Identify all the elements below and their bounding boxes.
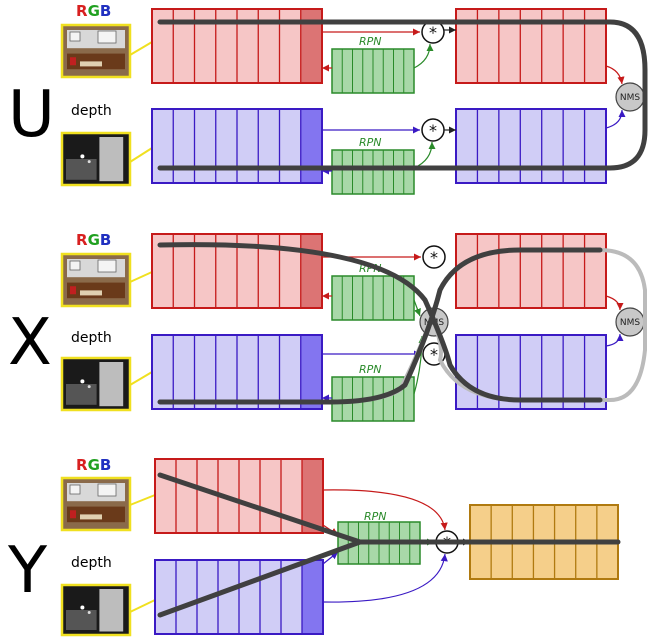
multiply-node: [422, 245, 446, 269]
data-path: [157, 247, 603, 405]
nms-label: NMS: [620, 318, 640, 328]
multiply-symbol: *: [429, 23, 437, 42]
rpn-label: RPN: [359, 136, 382, 149]
data-path: [157, 19, 648, 171]
connector-arrow: [605, 295, 624, 311]
panel-letter-u: U: [8, 78, 55, 152]
panel-letter-y: Y: [7, 534, 48, 608]
depth-backbone-block-last-cell: [300, 110, 321, 182]
data-path: [157, 539, 363, 618]
connector-arrow: [605, 333, 624, 347]
panel-letter-x: X: [8, 306, 52, 380]
connector-arrow: [322, 551, 339, 565]
rpn-label: RPN: [359, 363, 382, 376]
nms-label: NMS: [620, 93, 640, 103]
rgb-head-block: [455, 233, 607, 309]
depth-head-block: [455, 334, 607, 410]
depth-label: depth: [71, 330, 112, 346]
depth-head-block: [455, 108, 607, 184]
depth-label: depth: [71, 103, 112, 119]
rgb-backbone-block-last-cell: [300, 10, 321, 82]
rpn-label: RPN: [364, 510, 387, 523]
rpn-label: RPN: [359, 35, 382, 48]
multiply-symbol: *: [429, 121, 437, 140]
depth-backbone-block-last-cell: [300, 336, 321, 408]
connector-arrow: [605, 65, 625, 85]
multiply-symbol: *: [430, 248, 438, 267]
rgb-backbone-block-last-cell: [300, 235, 321, 307]
depth-label: depth: [71, 555, 112, 571]
connector-arrow: [605, 109, 626, 129]
rgb-label: RGB: [76, 231, 111, 249]
rgb-backbone-block-last-cell: [302, 460, 322, 532]
rgb-label: RGB: [76, 456, 111, 474]
rgb-label: RGB: [76, 2, 111, 20]
connector-arrow: [413, 299, 421, 317]
multiply-symbol: *: [430, 345, 438, 364]
depth-backbone-block-last-cell: [302, 561, 322, 633]
connector-arrow: [413, 141, 436, 169]
connector-arrow: [322, 553, 448, 603]
connector-arrow: [413, 43, 434, 69]
connector-arrow: [322, 489, 448, 531]
